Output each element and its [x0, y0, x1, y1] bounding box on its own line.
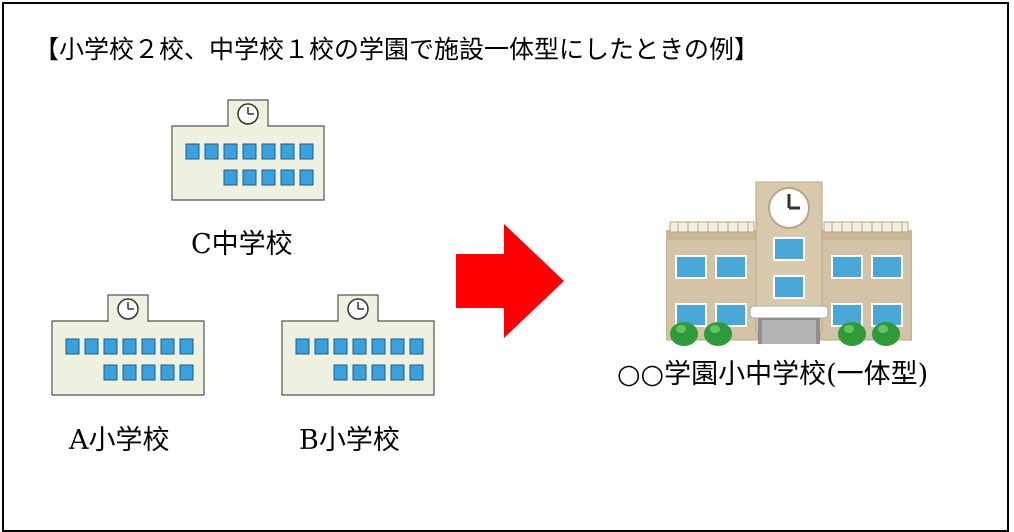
- window: [261, 143, 276, 160]
- window: [371, 338, 386, 355]
- school-building-icon: [281, 294, 435, 396]
- window: [299, 169, 314, 186]
- window: [103, 338, 118, 355]
- campus-windows: [675, 255, 903, 327]
- window: [179, 364, 194, 381]
- right-arrow-icon: [456, 224, 564, 338]
- window: [160, 364, 175, 381]
- integrated-school-building-icon: [666, 181, 912, 346]
- diagram-heading: 【小学校２校、中学校１校の学園で施設一体型にしたときの例】: [34, 35, 760, 64]
- window: [299, 143, 314, 160]
- window: [242, 169, 257, 186]
- window: [352, 338, 367, 355]
- window: [141, 364, 156, 381]
- window: [103, 364, 118, 381]
- school-building-icon: [171, 99, 325, 201]
- window: [223, 169, 238, 186]
- window: [371, 364, 386, 381]
- window: [179, 338, 194, 355]
- window: [122, 364, 137, 381]
- school-building-icon-a: [51, 294, 205, 396]
- integrated-school-label: ○○学園小中学校(一体型): [617, 359, 929, 390]
- window: [409, 338, 424, 355]
- window: [84, 338, 99, 355]
- entrance-canopy: [749, 305, 829, 319]
- clock-icon: [237, 103, 259, 125]
- clock-icon: [347, 298, 369, 320]
- school-building-icon: [51, 294, 205, 396]
- school-label-a: A小学校: [69, 425, 170, 456]
- window: [204, 143, 219, 160]
- left-wing-railing: [669, 221, 755, 233]
- window: [122, 338, 137, 355]
- window: [333, 338, 348, 355]
- school-building-icon-b: [281, 294, 435, 396]
- window: [352, 364, 367, 381]
- window: [333, 364, 348, 381]
- window: [390, 338, 405, 355]
- window: [261, 169, 276, 186]
- window: [390, 364, 405, 381]
- window: [141, 338, 156, 355]
- window: [280, 169, 295, 186]
- window: [295, 338, 310, 355]
- window: [65, 338, 80, 355]
- right-wing-railing: [823, 221, 909, 233]
- window: [242, 143, 257, 160]
- window: [223, 143, 238, 160]
- window: [185, 143, 200, 160]
- school-label-b: B小学校: [299, 425, 400, 456]
- window: [280, 143, 295, 160]
- school-building-icon-c: [171, 99, 325, 201]
- window: [314, 338, 329, 355]
- clock-icon: [117, 298, 139, 320]
- arrow-shape: [456, 224, 564, 338]
- window: [160, 338, 175, 355]
- window: [409, 364, 424, 381]
- school-label-c: C中学校: [191, 229, 293, 260]
